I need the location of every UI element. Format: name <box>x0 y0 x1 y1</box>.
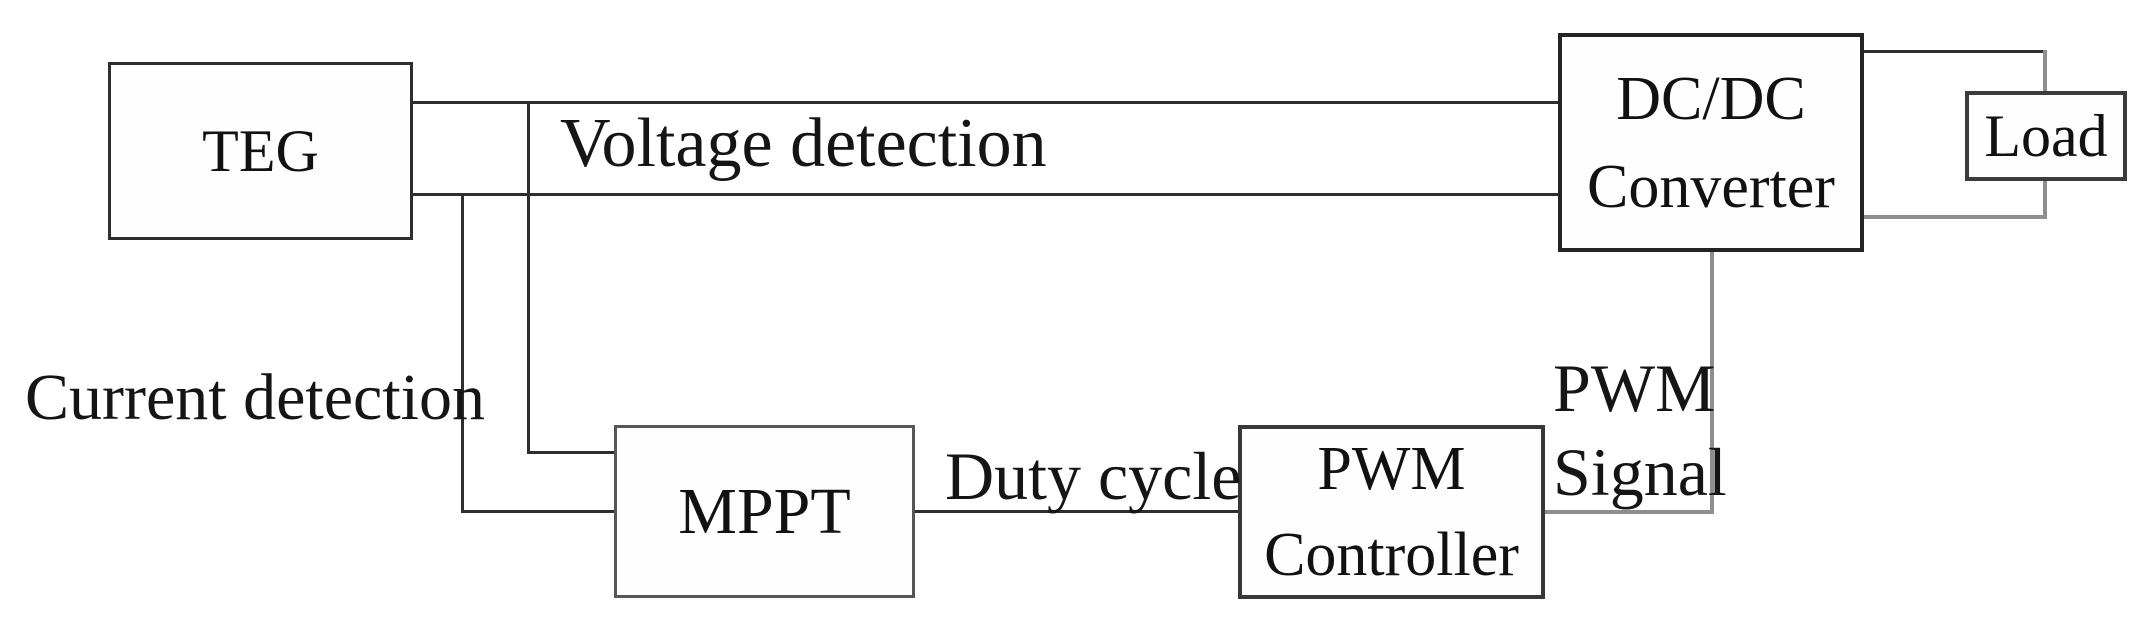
voltage-tap-vertical-line <box>527 101 530 454</box>
voltage-detection-label: Voltage detection <box>560 105 1047 182</box>
dcdc-to-load-bottom-line <box>1863 215 2047 219</box>
pwm-controller-label-line1: PWM <box>1317 435 1466 503</box>
current-tap-to-mppt-line <box>461 510 617 513</box>
current-tap-vertical-line <box>461 193 464 513</box>
teg-to-dcdc-bottom-power-line <box>412 193 1558 196</box>
dcdc-converter-block: DC/DC Converter <box>1558 33 1864 252</box>
teg-block-label: TEG <box>202 118 319 184</box>
mppt-to-pwm-duty-cycle-line <box>914 510 1238 513</box>
pwm-signal-horizontal-line <box>1544 510 1714 514</box>
load-block: Load <box>1965 91 2127 181</box>
dcdc-converter-label-line2: Converter <box>1587 152 1835 221</box>
pwm-signal-label: PWM Signal <box>1553 346 1727 514</box>
voltage-tap-to-mppt-line <box>527 451 617 454</box>
pwm-controller-label-line2: Controller <box>1264 521 1519 589</box>
pwm-signal-label-line1: PWM <box>1553 350 1716 426</box>
pwm-signal-label-line2: Signal <box>1553 434 1727 510</box>
teg-block: TEG <box>108 62 413 240</box>
load-top-vertical-connector <box>2043 50 2047 91</box>
dcdc-converter-label-line1: DC/DC <box>1616 64 1806 133</box>
current-detection-label: Current detection <box>25 361 486 434</box>
mppt-block-label: MPPT <box>678 474 851 548</box>
pwm-controller-block: PWM Controller <box>1238 425 1545 599</box>
dcdc-to-load-top-line <box>1863 50 2047 53</box>
mppt-block: MPPT <box>614 425 915 598</box>
pwm-signal-vertical-line <box>1710 251 1714 514</box>
load-bottom-vertical-connector <box>2043 180 2047 219</box>
teg-to-dcdc-top-power-line <box>412 101 1558 104</box>
duty-cycle-label: Duty cycle <box>945 438 1242 514</box>
load-block-label: Load <box>1984 103 2108 169</box>
